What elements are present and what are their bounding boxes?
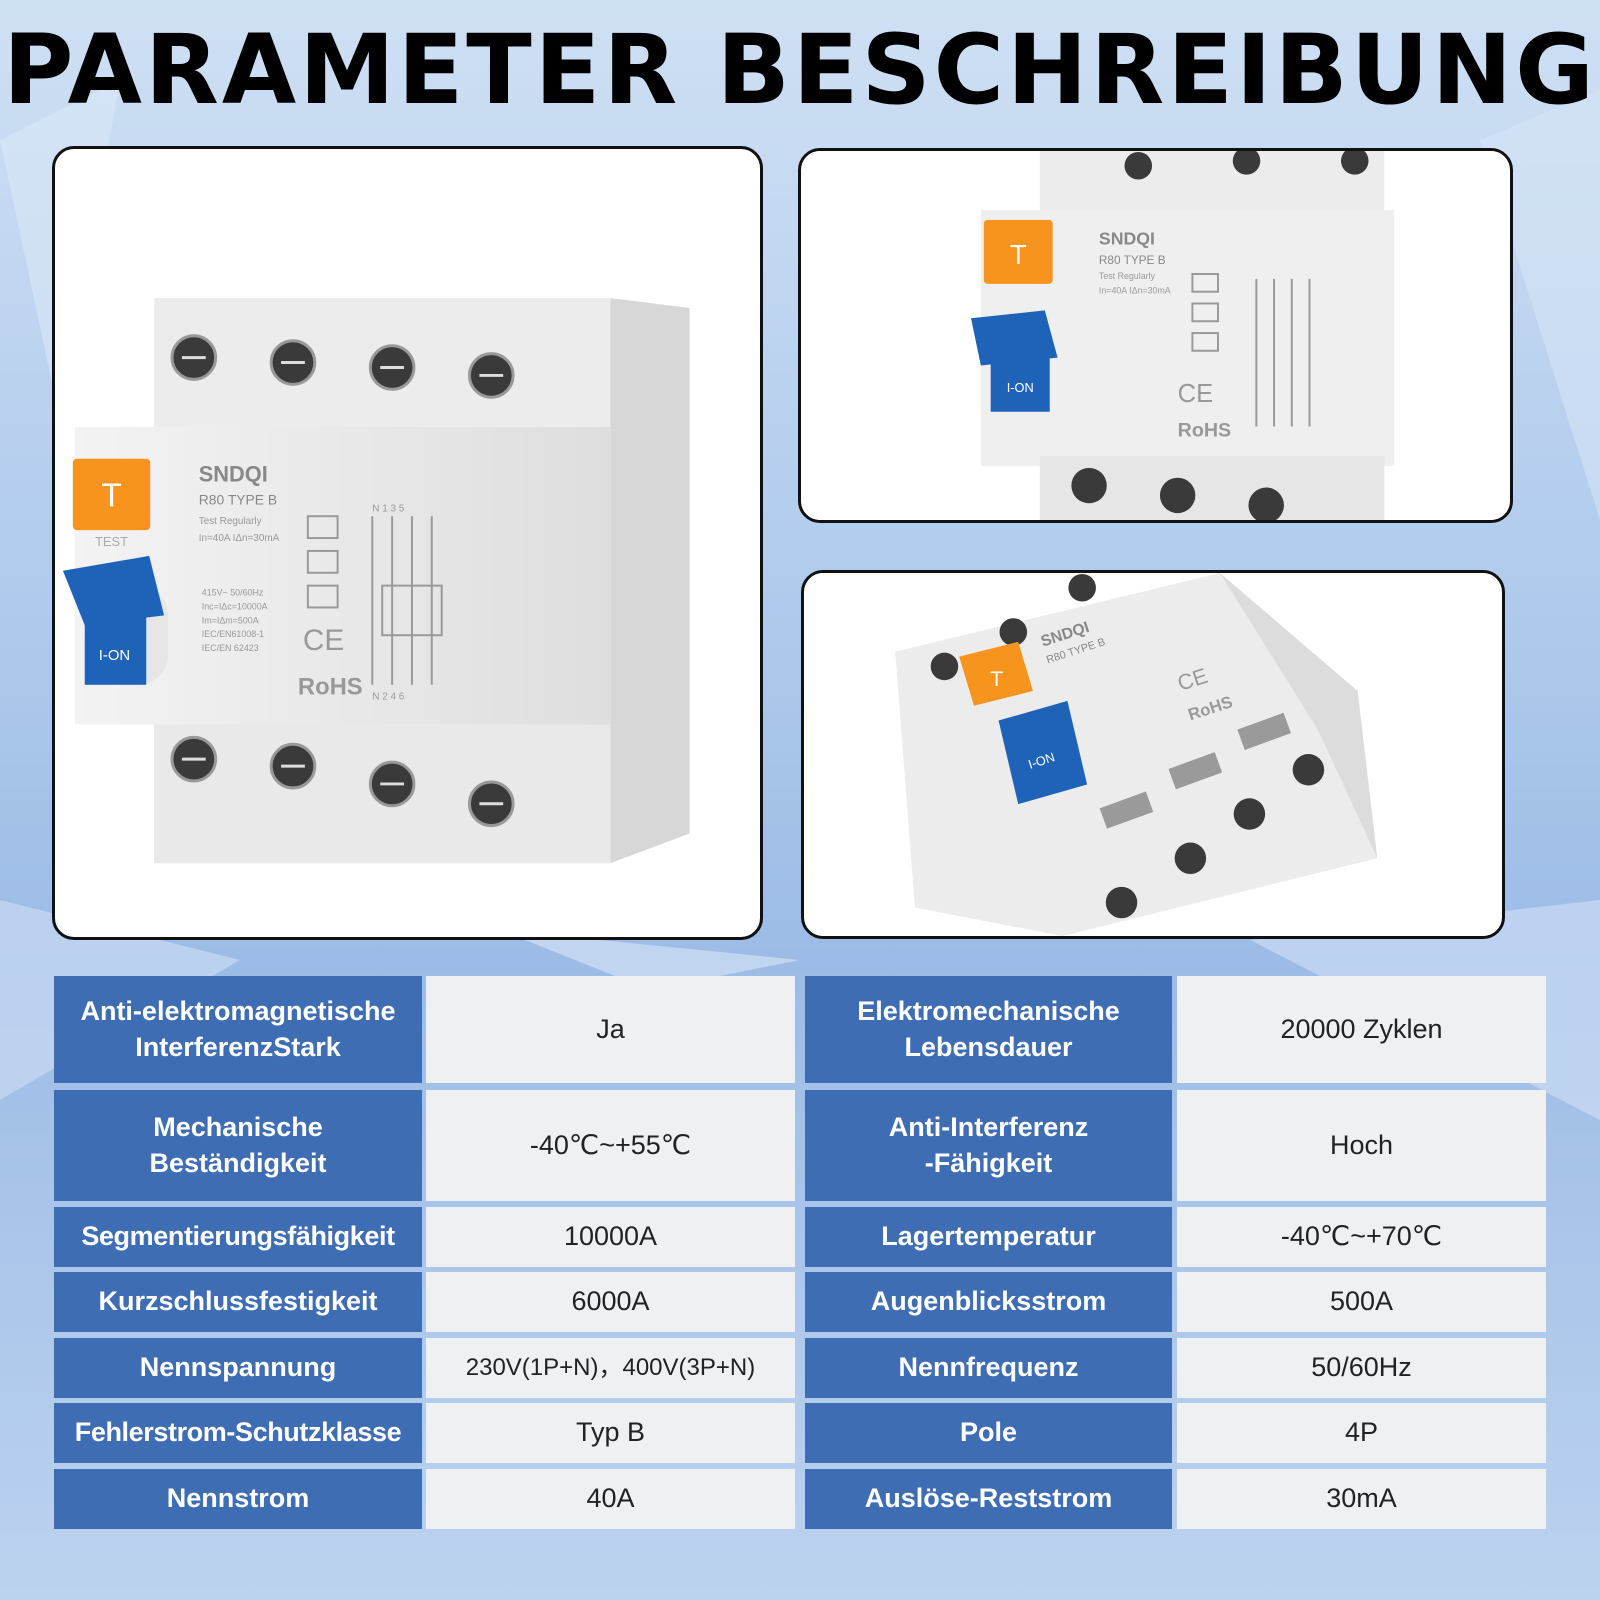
rcd-front-illustration: T TEST I-ON SNDQI R80 TYPE B Test Regula… — [62, 298, 690, 864]
svg-text:TEST: TEST — [95, 534, 128, 549]
svg-text:N 1 3 5: N 1 3 5 — [372, 503, 404, 514]
spec-label: Elektromechanische Lebensdauer — [805, 976, 1172, 1083]
svg-text:N 2 4 6: N 2 4 6 — [372, 692, 404, 703]
spec-value: 10000A — [426, 1207, 795, 1267]
spec-value: 20000 Zyklen — [1177, 976, 1546, 1083]
svg-text:IEC/EN61008-1: IEC/EN61008-1 — [202, 629, 264, 639]
brand-logo-text: SNDQI — [199, 462, 268, 487]
svg-text:IEC/EN 62423: IEC/EN 62423 — [202, 643, 259, 653]
svg-text:CE: CE — [303, 624, 344, 657]
spec-value: -40℃~+55℃ — [426, 1090, 795, 1201]
spec-value: Ja — [426, 976, 795, 1083]
svg-text:I-ON: I-ON — [99, 648, 130, 664]
svg-text:I-ON: I-ON — [1007, 380, 1034, 395]
spec-label: Pole — [805, 1403, 1172, 1463]
svg-text:In=40A IΔn=30mA: In=40A IΔn=30mA — [1099, 286, 1171, 296]
spec-label: Kurzschlussfestigkeit — [54, 1272, 422, 1332]
rcd-closeup-illustration: T I-ON SNDQI R80 TYPE B Test Regularly I… — [803, 151, 1508, 520]
svg-text:RoHS: RoHS — [298, 674, 363, 701]
spec-label: Nennstrom — [54, 1469, 422, 1529]
spec-label: Lagertemperatur — [805, 1207, 1172, 1267]
svg-text:R80 TYPE B: R80 TYPE B — [1099, 253, 1166, 267]
spec-value: Typ B — [426, 1403, 795, 1463]
page-title: PARAMETER BESCHREIBUNG — [3, 14, 1597, 126]
spec-label: Nennfrequenz — [805, 1338, 1172, 1398]
svg-text:T: T — [990, 666, 1003, 691]
spec-value: 6000A — [426, 1272, 795, 1332]
spec-label: Fehlerstrom-Schutzklasse — [54, 1403, 422, 1463]
svg-text:In=40A IΔn=30mA: In=40A IΔn=30mA — [199, 533, 280, 544]
spec-value: -40℃~+70℃ — [1177, 1207, 1546, 1267]
svg-text:Test Regularly: Test Regularly — [1099, 271, 1156, 281]
spec-label: Anti-Interferenz -Fähigkeit — [805, 1090, 1172, 1201]
svg-text:CE: CE — [1178, 380, 1214, 408]
product-image-front: T TEST I-ON SNDQI R80 TYPE B Test Regula… — [52, 146, 763, 940]
svg-text:T: T — [1010, 239, 1027, 270]
spec-value: 40A — [426, 1469, 795, 1529]
rcd-angled-illustration: T I-ON SNDQI R80 TYPE B CE RoHS — [806, 573, 1500, 936]
spec-value: Hoch — [1177, 1090, 1546, 1201]
product-image-closeup: T I-ON SNDQI R80 TYPE B Test Regularly I… — [798, 148, 1513, 523]
spec-label: Anti-elektromagnetische InterferenzStark — [54, 976, 422, 1083]
spec-value: 230V(1P+N)，400V(3P+N) — [426, 1338, 795, 1398]
svg-text:Inc=IΔc=10000A: Inc=IΔc=10000A — [202, 601, 268, 611]
svg-text:Test Regularly: Test Regularly — [199, 516, 262, 527]
svg-text:R80 TYPE B: R80 TYPE B — [199, 491, 277, 507]
test-button-letter: T — [101, 476, 122, 514]
svg-text:RoHS: RoHS — [1178, 419, 1232, 441]
svg-text:SNDQI: SNDQI — [1099, 228, 1155, 248]
spec-value: 30mA — [1177, 1469, 1546, 1529]
spec-value: 4P — [1177, 1403, 1546, 1463]
spec-label: Auslöse-Reststrom — [805, 1469, 1172, 1529]
svg-text:415V~ 50/60Hz: 415V~ 50/60Hz — [202, 588, 264, 598]
product-image-angled: T I-ON SNDQI R80 TYPE B CE RoHS — [801, 570, 1505, 939]
spec-label: Segmentierungsfähigkeit — [54, 1207, 422, 1267]
spec-label: Augenblicksstrom — [805, 1272, 1172, 1332]
spec-value: 50/60Hz — [1177, 1338, 1546, 1398]
spec-value: 500A — [1177, 1272, 1546, 1332]
spec-label: Mechanische Beständigkeit — [54, 1090, 422, 1201]
spec-label: Nennspannung — [54, 1338, 422, 1398]
svg-text:Im=IΔm=500A: Im=IΔm=500A — [202, 615, 259, 625]
